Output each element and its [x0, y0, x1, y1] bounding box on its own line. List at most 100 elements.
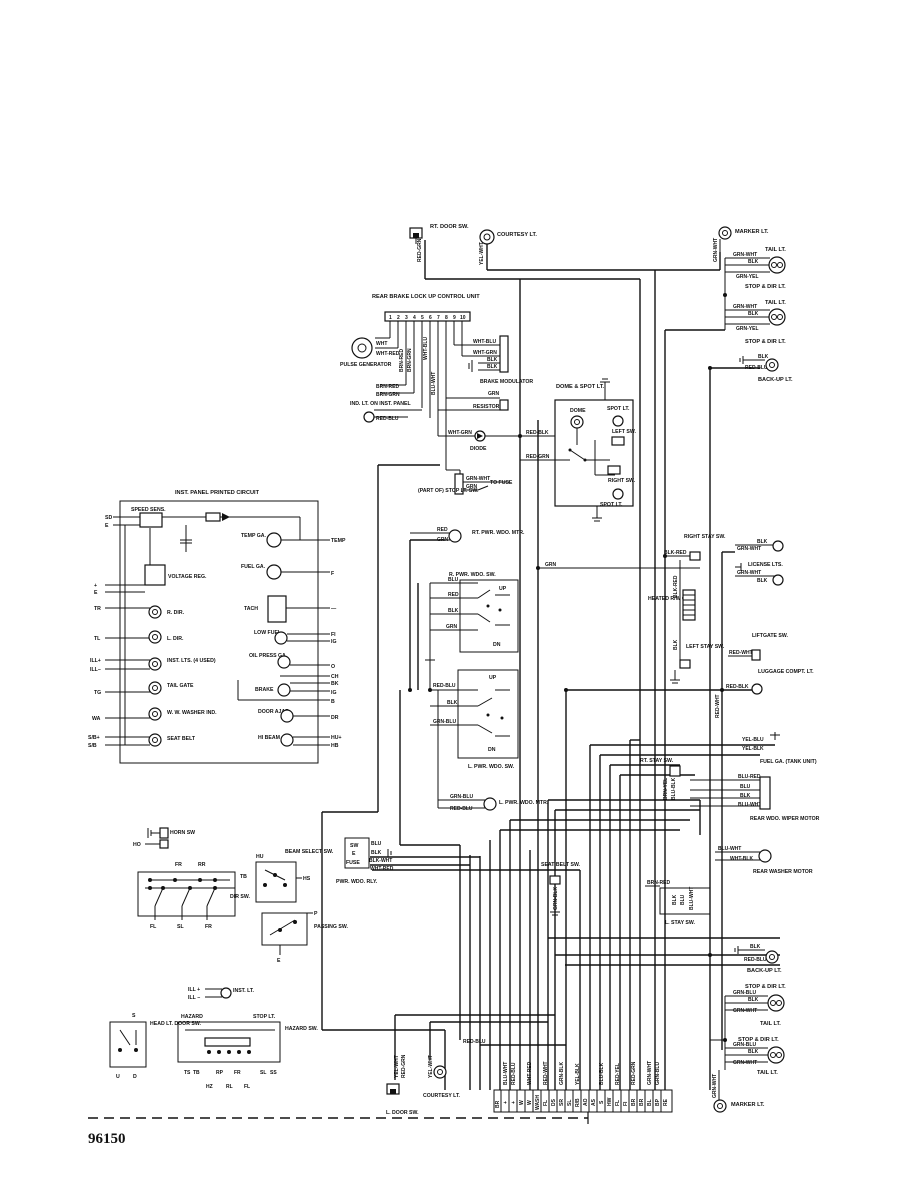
pulse-generator-label: PULSE GENERATOR: [340, 362, 392, 368]
courtesy-lamp-top: COURTESY LT. YEL-WHT: [479, 229, 537, 265]
conn-pin: BR: [639, 1098, 645, 1106]
tail-lt-label-2: TAIL LT.: [765, 300, 786, 306]
wire-label: BLK-RED: [673, 575, 679, 598]
power-window-section: RED GRN RT. PWR. WDO. MTR. R. PWR. WDO. …: [410, 527, 700, 812]
wire-label: GRN-WHT: [733, 304, 757, 310]
term-bk: BK: [331, 681, 339, 687]
wire-label: YEL-BLU: [742, 737, 764, 743]
temp-ga-label: TEMP GA.: [241, 533, 267, 539]
rt-door-sw-label: RT. DOOR SW.: [430, 224, 469, 230]
wire-label: WHT-RED: [376, 351, 400, 357]
wire-label: RED-WHT: [715, 694, 721, 718]
wire-label: GRN-WHT: [733, 252, 757, 258]
diode-label: DIODE: [470, 446, 487, 452]
wire-label: BLK: [758, 354, 769, 360]
wire-label: RED-BLU: [450, 806, 473, 812]
conn-pin: SR: [559, 1099, 565, 1106]
wire-label: BLK: [447, 700, 458, 706]
conn-pin: AS: [591, 1098, 597, 1106]
wire-label: BRN-GRN: [376, 392, 400, 398]
dir-switch: FR RR TB DIR SW. FL SL FR: [137, 862, 250, 930]
wire-label: GRN: [437, 537, 449, 543]
rt-door-switch: RT. DOOR SW. RED-GRN: [409, 224, 469, 262]
hi-beam-label: HI BEAM: [258, 735, 280, 741]
wire-label: GRN-WHT: [647, 1061, 653, 1085]
dn-label: DN: [493, 642, 501, 648]
beam-pin-p: P: [314, 911, 318, 917]
head-lt-door-switch: S HEAD LT. DOOR SW. U D: [109, 1013, 201, 1080]
conn-pin: SL: [567, 1100, 573, 1106]
term-wa: WA: [92, 716, 101, 722]
term-o: O: [331, 664, 335, 670]
term-plus: +: [94, 583, 97, 589]
conn-pin: +: [503, 1101, 509, 1104]
wire-label: YEL-BLK: [742, 746, 764, 752]
rear-brake-unit: REAR BRAKE LOCK UP CONTROL UNIT 1 2 3 4 …: [340, 294, 560, 495]
haz-pin-fl: FL: [244, 1084, 250, 1090]
wire-label: BLU: [680, 894, 686, 905]
term-tr: TR: [94, 606, 101, 612]
term-hu: HU+: [331, 735, 342, 741]
ill-minus: ILL −: [188, 995, 200, 1001]
wire-label: BLK: [757, 539, 768, 545]
unit-pin: 4: [413, 315, 416, 321]
wire-label: GRN-WHT: [712, 1074, 718, 1098]
beam-pin-e: E: [277, 958, 281, 964]
rear-brake-unit-label: REAR BRAKE LOCK UP CONTROL UNIT: [372, 294, 480, 300]
conn-pin: AO: [583, 1098, 589, 1106]
power-window-relay: SW E FUSE BLU BLK BLK-WHT WHT-RED PWR. W…: [336, 837, 394, 885]
unit-pin: 1: [389, 315, 392, 321]
dn-label-2: DN: [488, 747, 496, 753]
term-tg: TG: [94, 690, 101, 696]
wire-label: BLK: [748, 1049, 759, 1055]
main-harness: [321, 240, 760, 1090]
liftgate-sw-label: LIFTGATE SW.: [752, 633, 788, 639]
resistor-label: RESISTOR: [473, 404, 500, 410]
wire-label: GRN-BLK: [559, 1062, 565, 1085]
unit-pin: 3: [405, 315, 408, 321]
speed-sens-label: SPEED SENS.: [131, 507, 166, 513]
dir-pin-tb: TB: [240, 874, 247, 880]
conn-pin: BR: [495, 1100, 501, 1108]
wire-label: YEL-WHT: [479, 242, 485, 265]
wire-label: BLK-WHT: [369, 858, 392, 864]
wire-label: BLU-WHT: [431, 372, 437, 395]
wire-label: BLU-WHT: [689, 887, 695, 910]
stop-dir-lt-label-3: STOP & DIR LT.: [745, 984, 786, 990]
l-door-courtesy: L. DOOR SW. YEL-WHT RED-GRN YEL-WHT COUR…: [386, 1039, 486, 1116]
wire-label: WHT-BLK: [730, 856, 753, 862]
wire-label: BLU-RED: [738, 774, 761, 780]
dir-pin-sl: SL: [177, 924, 184, 930]
fuel-ga-tank-label: FUEL GA. (TANK UNIT): [760, 759, 817, 765]
marker-lt-label: MARKER LT.: [735, 229, 769, 235]
conn-pin: S: [599, 1100, 605, 1104]
wire-label: GRN-WHT: [737, 570, 761, 576]
wire-label: RED-GRN: [526, 454, 550, 460]
conn-pin: BL: [647, 1099, 653, 1106]
tail-lt-label-4: TAIL LT.: [757, 1070, 778, 1076]
haz-pin-tb: TB: [193, 1070, 200, 1076]
wire-label: RED-BLK: [726, 684, 749, 690]
dir-pin-fr-bottom: FR: [205, 924, 212, 930]
wire-label: BLU: [371, 841, 382, 847]
junction-dots: [408, 366, 727, 1042]
back-up-lt-label-2: BACK-UP LT.: [747, 968, 782, 974]
conn-pin: WASH: [535, 1095, 541, 1110]
term-sd: SD: [105, 515, 112, 521]
beam-select-label: BEAM SELECT SW.: [285, 849, 334, 855]
term-b: B: [331, 699, 335, 705]
wire-label: GRN-BLU: [450, 794, 473, 800]
left-stay-sw-label: LEFT STAY SW.: [686, 644, 725, 650]
rear-lights-bottom: BLK RED-BLU BACK-UP LT. STOP & DIR LT. G…: [710, 944, 786, 1113]
brake-label: BRAKE: [255, 687, 274, 693]
conn-pin: W: [519, 1100, 525, 1105]
term-ig2: IG: [331, 690, 336, 696]
haz-pin-fr: FR: [234, 1070, 241, 1076]
wire-label: RED-WHT: [729, 650, 753, 656]
wire-label: WHT-RED: [527, 1061, 533, 1085]
wire-label: RED-BLU: [511, 1062, 517, 1085]
l-stay-sw-label: L. STAY SW.: [665, 920, 695, 926]
to-fuse-label: TO FUSE: [490, 480, 513, 486]
bottom-connector: BR + + W W WASH FL DS SR SL R/B AO AS S …: [493, 1061, 673, 1113]
